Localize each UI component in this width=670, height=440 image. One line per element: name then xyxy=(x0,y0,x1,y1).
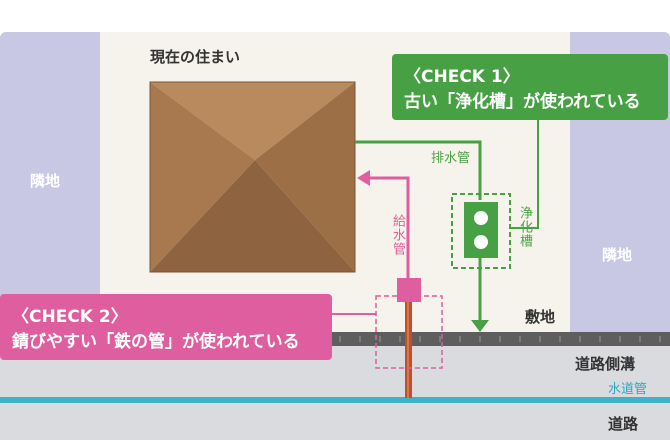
drain-pipe xyxy=(355,140,482,322)
check2-title: 〈CHECK 2〉 xyxy=(12,307,128,327)
side-ditch-label: 道路側溝 xyxy=(575,355,636,373)
road-band xyxy=(0,403,670,440)
check2-body: 錆びやすい「鉄の管」が使われている xyxy=(12,332,300,352)
check1-leader xyxy=(510,120,539,229)
water-main-label: 水道管 xyxy=(608,382,648,397)
neighbor-left-label: 隣地 xyxy=(30,172,61,190)
water-main-line xyxy=(0,397,670,403)
check1-body: 古い「浄化槽」が使われている xyxy=(404,92,641,112)
supply-pipe xyxy=(368,176,410,278)
neighbor-right-label: 隣地 xyxy=(602,246,633,264)
drain-pipe-label: 排水管 xyxy=(431,151,471,166)
check2-callout: 〈CHECK 2〉 錆びやすい「鉄の管」が使われている xyxy=(0,294,332,360)
check1-title: 〈CHECK 1〉 xyxy=(404,67,520,87)
supply-pipe-label: 給水管 xyxy=(390,214,405,256)
current-home-label: 現在の住まい xyxy=(150,48,241,66)
neighbor-lot-left xyxy=(0,32,100,332)
water-meter xyxy=(397,278,421,302)
septic-tank xyxy=(464,202,498,258)
septic-tank-label: 浄化槽 xyxy=(517,206,532,248)
septic-tank-outline xyxy=(451,193,511,269)
check1-callout: 〈CHECK 1〉 古い「浄化槽」が使われている xyxy=(392,54,668,120)
road-label: 道路 xyxy=(608,415,639,433)
premises-label: 敷地 xyxy=(525,308,556,326)
supply-arrow-head xyxy=(357,170,370,186)
house-roof xyxy=(149,81,356,273)
drain-arrow-head xyxy=(471,320,489,332)
septic-tank-port-top xyxy=(474,211,488,225)
septic-tank-port-bottom xyxy=(474,235,488,249)
